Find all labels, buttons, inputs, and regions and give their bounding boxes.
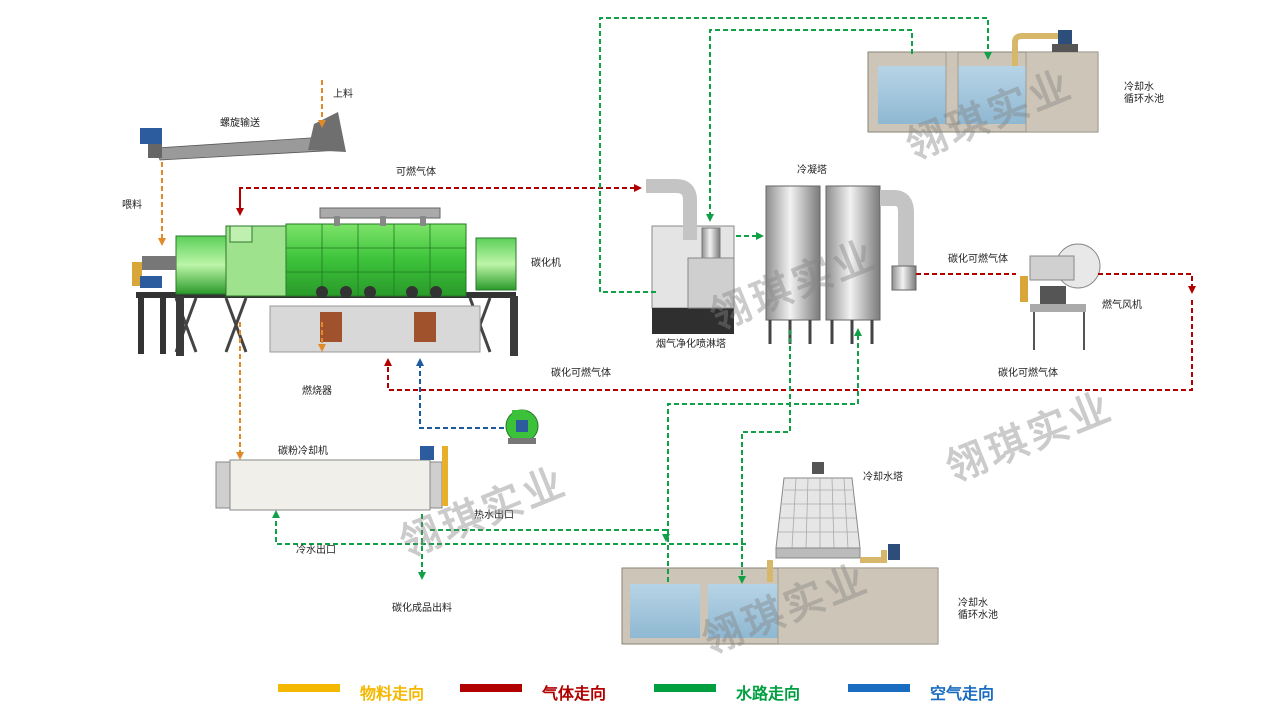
- label-carbonized-gas-bottom-left: 碳化可燃气体: [551, 368, 611, 379]
- purifier-spray-tower: [646, 179, 735, 334]
- label-gas-fan: 燃气风机: [1102, 300, 1142, 311]
- carbonizer-machine: [132, 207, 518, 356]
- air-blower: [505, 409, 539, 444]
- label-cooling-pool-top: 冷却水 循环水池: [1124, 82, 1164, 105]
- legend-label: 空气走向: [930, 684, 995, 703]
- label-purifier: 烟气净化喷淋塔: [656, 339, 726, 350]
- cooling-pool-bottom: [621, 567, 939, 645]
- condenser-towers: [765, 185, 917, 344]
- label-product-outlet: 碳化成品出料: [392, 603, 452, 614]
- label-combustible-gas: 可燃气体: [396, 167, 436, 178]
- legend-swatch: [848, 684, 910, 692]
- legend-label: 物料走向: [360, 684, 425, 703]
- cooling-water-tower: [767, 462, 900, 582]
- legend-swatch: [460, 684, 522, 692]
- label-condenser-tower: 冷凝塔: [797, 165, 827, 176]
- label-burner: 燃烧器: [302, 386, 332, 397]
- gas-fan: [1020, 243, 1101, 350]
- label-powder-cooler: 碳粉冷却机: [278, 446, 328, 457]
- label-cooling-water-tower: 冷却水塔: [863, 472, 903, 483]
- legend-label: 气体走向: [542, 684, 607, 703]
- label-cold-water-outlet: 冷水出口: [296, 545, 336, 556]
- legend-swatch: [278, 684, 340, 692]
- label-carbonizer: 碳化机: [531, 258, 561, 269]
- label-feed: 上料: [333, 89, 353, 100]
- legend-label: 水路走向: [736, 684, 801, 703]
- label-carbonized-gas-bottom-right: 碳化可燃气体: [998, 368, 1058, 379]
- cooling-pool-top: [867, 30, 1099, 133]
- material-flow-lines: [158, 80, 326, 460]
- label-screw-conveyor: 螺旋输送: [220, 118, 260, 129]
- label-cooling-pool-bottom: 冷却水 循环水池: [958, 598, 998, 621]
- screw-conveyor: [140, 112, 346, 161]
- label-carbonized-gas-right: 碳化可燃气体: [948, 254, 1008, 265]
- water-flow-lines: [272, 17, 992, 584]
- powder-cooler: [215, 446, 448, 511]
- label-hot-water-outlet: 热水出口: [474, 510, 514, 521]
- label-spray-feed: 喂料: [122, 200, 142, 211]
- legend-swatch: [654, 684, 716, 692]
- air-flow-lines: [416, 358, 504, 429]
